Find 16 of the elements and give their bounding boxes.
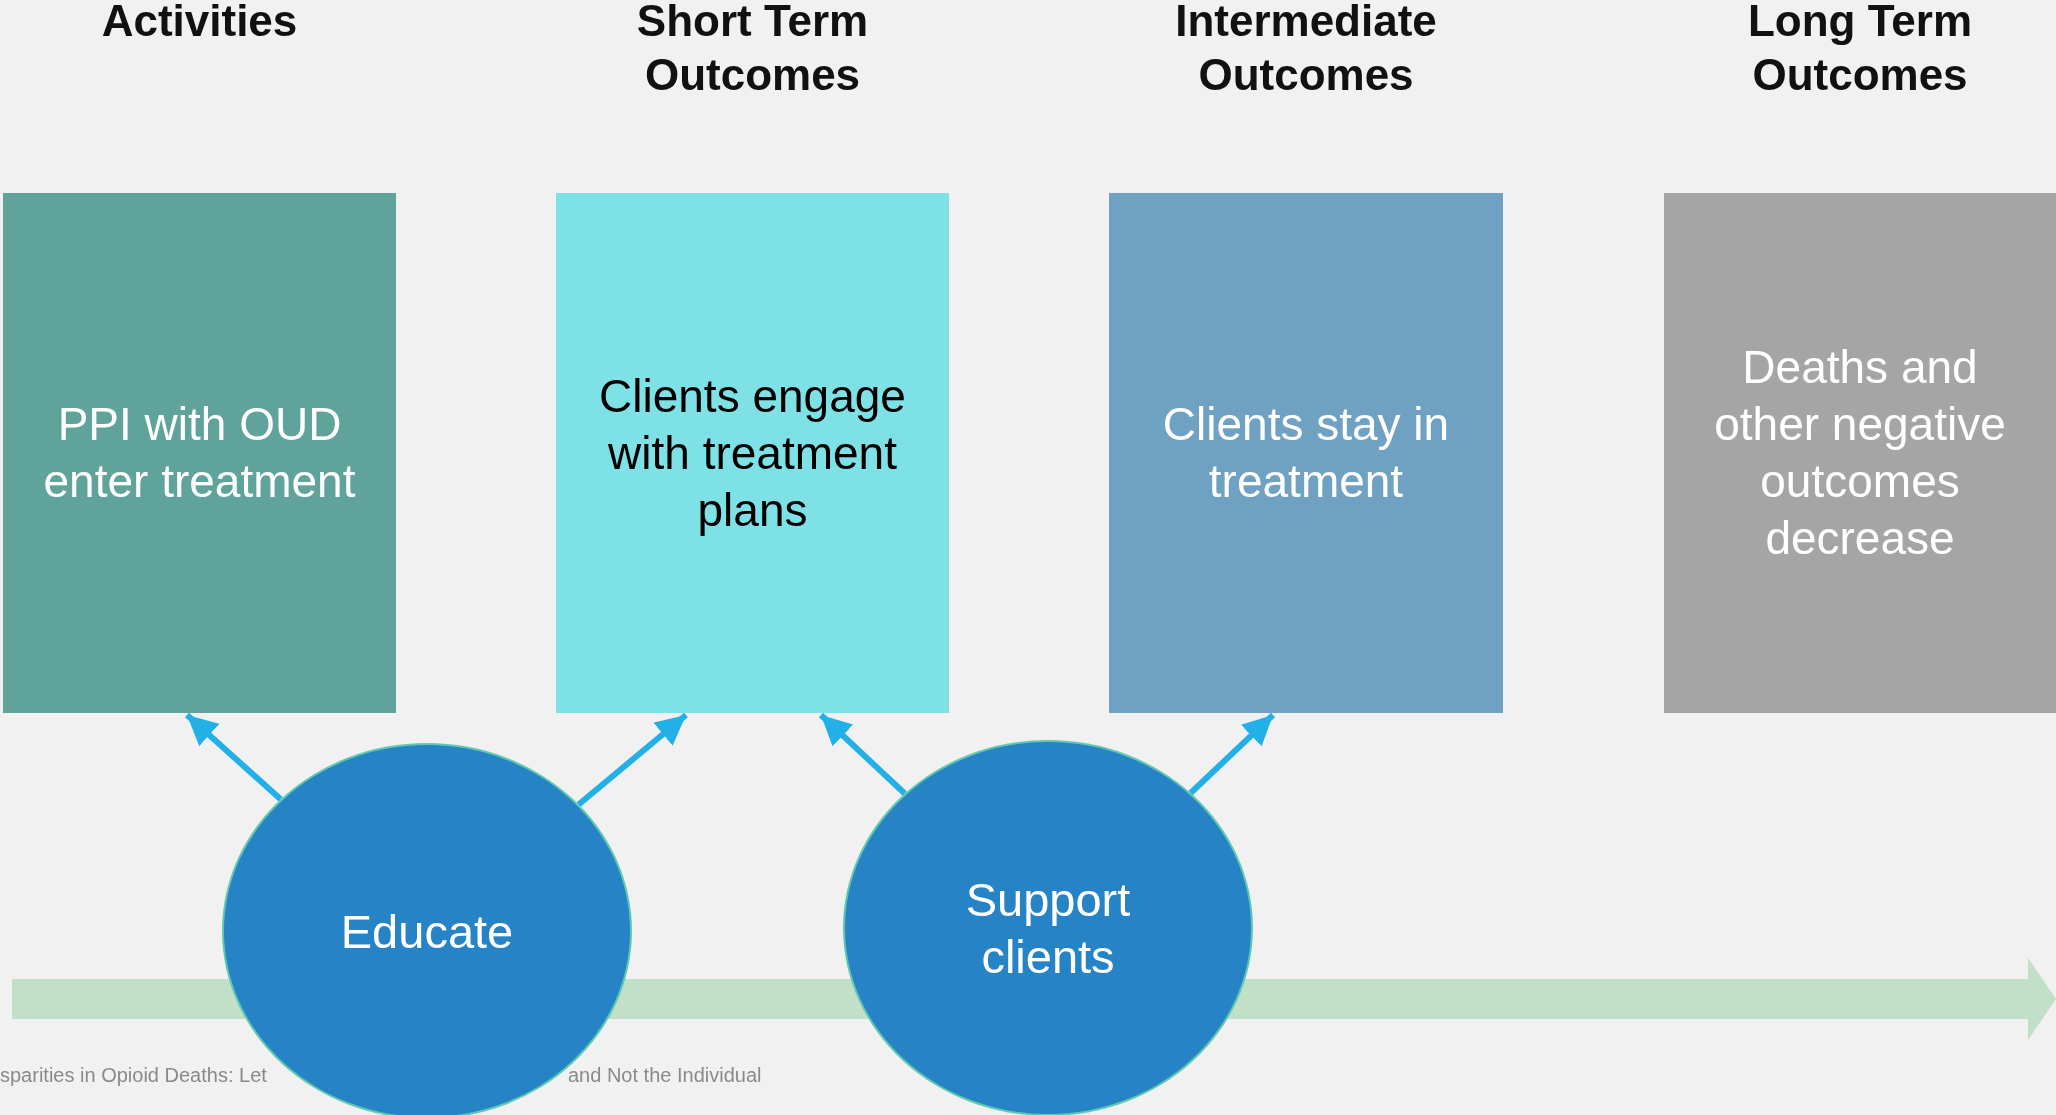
arrow — [185, 712, 283, 802]
footer-text: sparities in Opioid Deaths: Let — [0, 1064, 267, 1087]
arrow — [818, 712, 907, 796]
box-text: PPI with OUD enter treatment — [42, 397, 357, 509]
box-text: Clients stay in treatment — [1161, 397, 1451, 509]
footer-text: and Not the Individual — [568, 1064, 762, 1087]
column-heading: Long Term Outcomes — [1746, 0, 1974, 101]
arrow — [1188, 712, 1276, 796]
arrow — [576, 712, 688, 807]
circle-text: Educate — [339, 903, 515, 960]
column-heading: Intermediate Outcomes — [1174, 0, 1438, 101]
column-heading: Short Term Outcomes — [635, 0, 870, 101]
circle-text: Support clients — [964, 872, 1132, 985]
box-text: Deaths and other negative outcomes decrease — [1713, 340, 2007, 566]
column-heading: Activities — [100, 0, 299, 47]
box-text: Clients engage with treatment plans — [598, 368, 907, 538]
